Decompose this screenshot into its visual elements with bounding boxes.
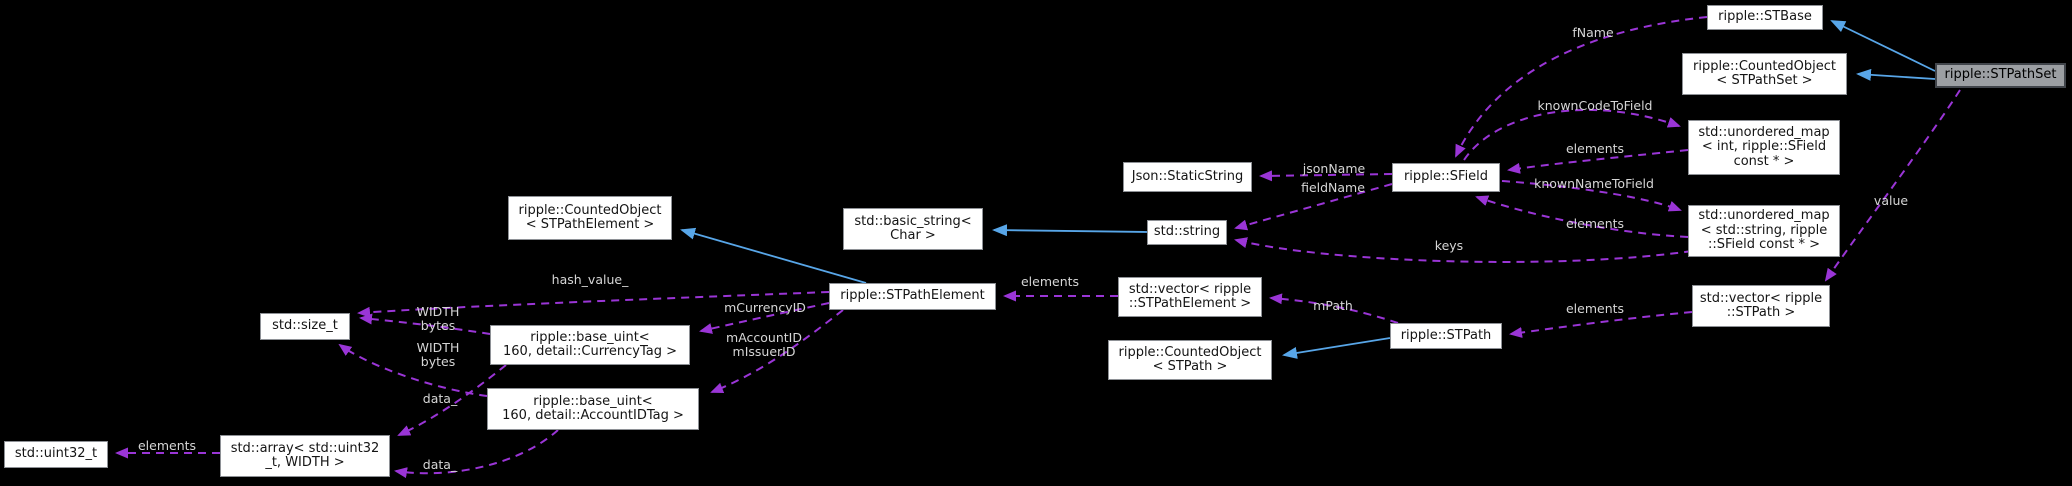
edge-usage-mcurrencyid [699, 302, 830, 334]
edge-usage-data-account [394, 429, 559, 479]
class-node-unordered-map-string-sfield[interactable]: std::unordered_map < std::string, ripple… [1688, 205, 1840, 257]
class-node-std-uint32-t[interactable]: std::uint32_t [4, 441, 108, 468]
class-node-ripple-stpathset-focus[interactable]: ripple::STPathSet [1935, 63, 2066, 88]
class-node-ripple-sfield[interactable]: ripple::SField [1392, 163, 1500, 192]
edge-usage-data-currency [397, 364, 507, 436]
edge-usage-mpath [1269, 293, 1399, 324]
edge-usage-hashvalue [357, 291, 830, 318]
edge-inherit-stpathset-stbase [1830, 20, 1936, 72]
class-node-ripple-stpath[interactable]: ripple::STPath [1390, 323, 1502, 349]
edge-usage-maccountid-missuerid [710, 309, 844, 394]
edge-usage-fname [1455, 16, 1708, 158]
class-node-std-basic-string[interactable]: std::basic_string< Char > [843, 208, 983, 250]
class-node-countedobject-stpathset[interactable]: ripple::CountedObject < STPathSet > [1682, 53, 1847, 95]
class-node-vector-stpath[interactable]: std::vector< ripple ::STPath > [1692, 285, 1830, 327]
class-node-json-staticstring[interactable]: Json::StaticString [1123, 162, 1252, 192]
edge-usage-keys [1234, 237, 1693, 263]
class-node-countedobject-stpath[interactable]: ripple::CountedObject < STPath > [1108, 340, 1272, 380]
class-node-base-uint-currencytag[interactable]: ripple::base_uint< 160, detail::Currency… [490, 325, 690, 365]
edge-inherit-stpathset-countedobject [1856, 68, 1936, 81]
edge-usage-widthbytes-currency [359, 313, 491, 335]
edge-usage-knownnametofield [1501, 180, 1682, 212]
class-node-ripple-stbase[interactable]: ripple::STBase [1707, 5, 1823, 30]
class-node-countedobject-stpathelement[interactable]: ripple::CountedObject < STPathElement > [508, 196, 672, 240]
class-node-std-string[interactable]: std::string [1147, 220, 1227, 245]
class-node-vector-stpathelement[interactable]: std::vector< ripple ::STPathElement > [1118, 277, 1262, 317]
edge-usage-fieldname [1234, 183, 1393, 231]
edge-usage-elements-mapstr [1475, 195, 1689, 238]
class-node-std-size-t[interactable]: std::size_t [260, 313, 350, 340]
edge-inherit-stpath-countedobject [1282, 337, 1391, 359]
edge-usage-elements-vectorstpath [1509, 311, 1693, 338]
class-node-std-array[interactable]: std::array< std::uint32 _t, WIDTH > [220, 435, 390, 477]
edge-usage-widthbytes-account [338, 343, 488, 397]
class-node-unordered-map-int-sfield[interactable]: std::unordered_map < int, ripple::SField… [1688, 120, 1840, 175]
edge-usage-value [1824, 89, 1961, 282]
edge-usage-jsonname [1259, 170, 1393, 182]
edge-inherit-stdstring-basicstring [992, 224, 1148, 237]
edge-usage-elements-mapint [1507, 149, 1689, 174]
edge-inherit-stpathelement-countedobject [680, 227, 867, 284]
class-node-ripple-stpathelement[interactable]: ripple::STPathElement [829, 283, 996, 310]
edge-usage-knowncodetofield [1463, 109, 1681, 161]
class-node-base-uint-accountidtag[interactable]: ripple::base_uint< 160, detail::AccountI… [487, 388, 699, 430]
